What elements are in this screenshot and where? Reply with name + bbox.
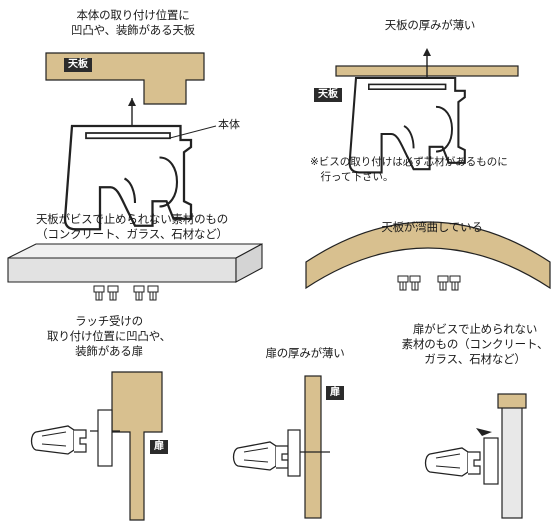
panel3-bracket-right <box>133 285 145 301</box>
panel7-catch <box>424 447 481 477</box>
panel7-plate <box>483 437 499 485</box>
panel5-door-tag: 扉 <box>150 440 168 454</box>
panel7-door <box>501 403 523 519</box>
panel4-bracket-left2 <box>409 275 421 291</box>
panel7-drawing <box>424 393 527 519</box>
panel6-drawing <box>232 375 330 519</box>
panel1-screw-arrow <box>128 98 136 106</box>
panel2-screw-head <box>423 48 431 56</box>
panel6-door-tag: 扉 <box>326 386 344 400</box>
panel7-caption: 扉がビスで止められない 素材のもの（コンクリート、 ガラス、石材など） <box>401 322 549 366</box>
panel6-door <box>304 375 322 519</box>
panel2-top-tag: 天板 <box>314 88 342 102</box>
panel7-arrow-icon <box>476 428 492 436</box>
panel2-note: ※ビスの取り付けは必ず芯材があるものに 行って下さい。 <box>310 156 508 183</box>
panel6-caption: 扉の厚みが薄い <box>265 346 345 360</box>
panel4-bracket-left <box>397 275 409 291</box>
panel5-door <box>111 371 163 521</box>
panel3-slab-front <box>7 257 237 283</box>
panel3-slab-top <box>7 243 263 259</box>
panel3-bracket-right2 <box>147 285 159 301</box>
panel5-caption: ラッチ受けの 取り付け位置に凹凸や、 装飾がある扉 <box>47 314 171 358</box>
panel2-drawing <box>335 48 519 174</box>
panel5-plate <box>97 409 113 467</box>
panel6-plate <box>287 429 301 477</box>
panel4-bracket-right <box>437 275 449 291</box>
panel3-bracket-left2 <box>107 285 119 301</box>
panel3-bracket-left <box>93 285 105 301</box>
panel2-caption: 天板の厚みが薄い <box>384 18 476 32</box>
panel1-top-tag: 天板 <box>64 58 92 72</box>
panel1-drawing <box>45 52 217 231</box>
panel5-catch <box>30 425 87 455</box>
panel1-callout-line <box>169 125 217 139</box>
panel3-caption: 天板がビスで止められない素材のもの （コンクリート、ガラス、石材など） <box>35 212 229 241</box>
panel4-drawing <box>305 221 551 291</box>
panel3-drawing <box>7 243 263 301</box>
panel1-caption: 本体の取り付け位置に 凹凸や、装飾がある天板 <box>71 8 195 37</box>
panel1-callout-label: 本体 <box>218 118 240 131</box>
panel3-slab-side <box>235 243 263 283</box>
panel5-drawing <box>30 371 163 521</box>
panel4-curved-top <box>305 221 551 290</box>
panel7-door-cap <box>497 393 527 409</box>
panel6-catch <box>232 441 289 471</box>
panel4-bracket-right2 <box>449 275 461 291</box>
panel4-caption: 天板が湾曲している <box>381 220 483 234</box>
